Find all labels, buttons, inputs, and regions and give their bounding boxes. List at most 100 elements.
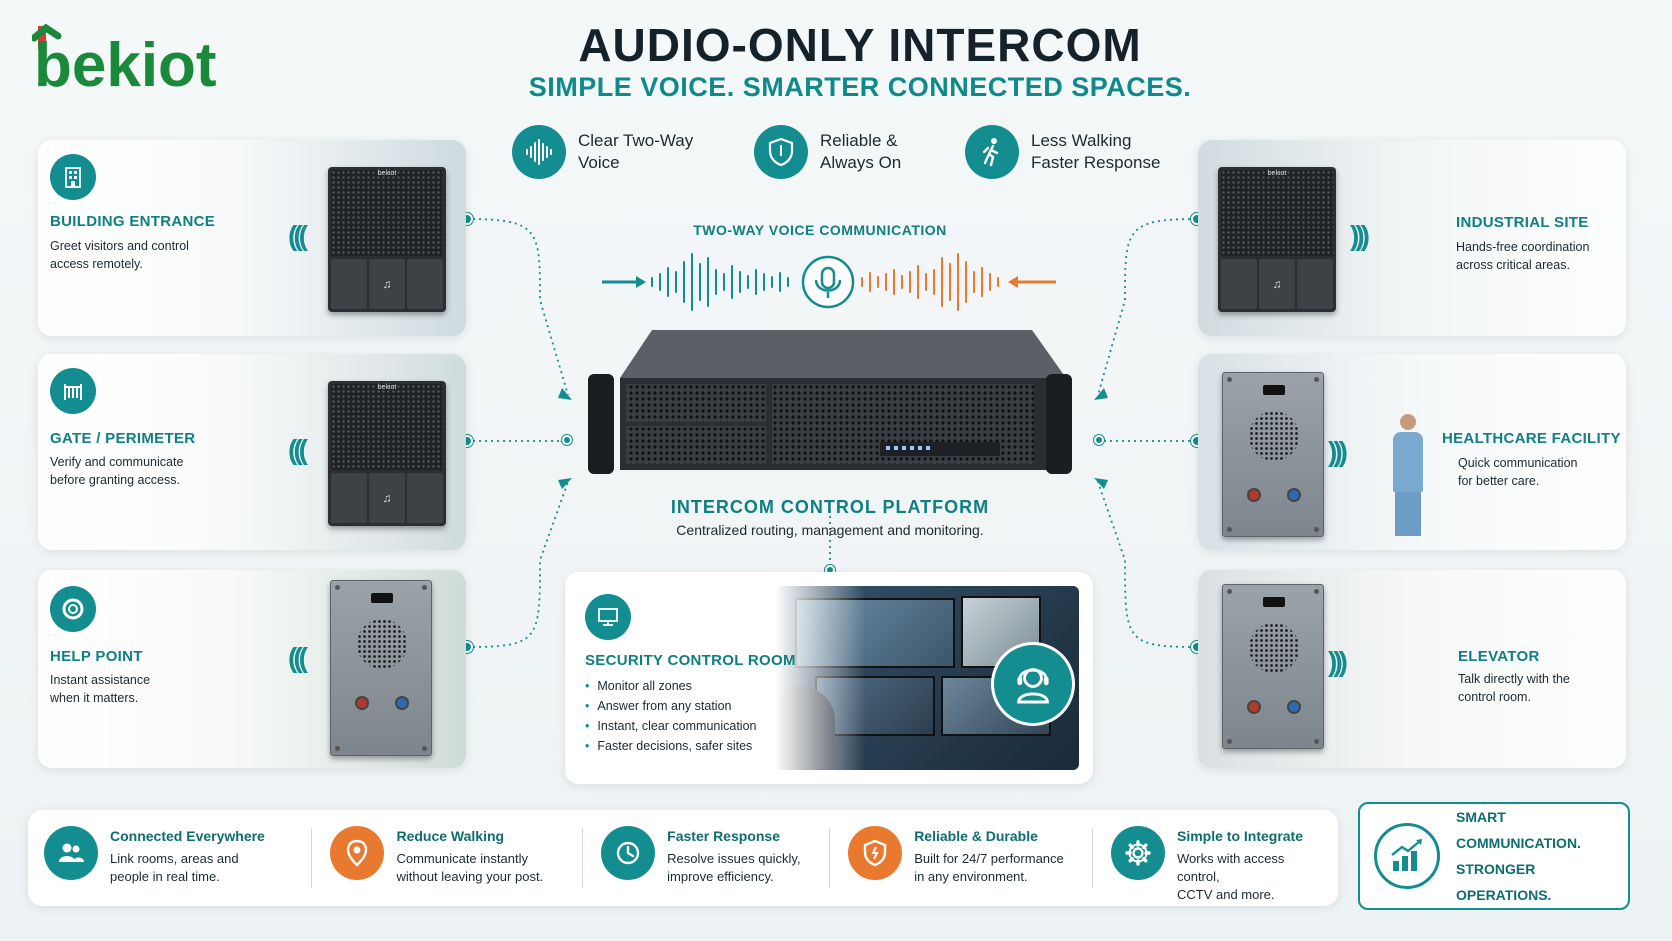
bekiot-logo: bekiot [30,20,262,100]
call-bell-icon: ♫ [369,473,405,523]
card-building-entrance: BUILDING ENTRANCE Greet visitors and con… [38,140,466,336]
smart-line2: STRONGER OPERATIONS. [1456,861,1552,903]
benefit-line2: without leaving your post. [396,869,544,884]
page-title: AUDIO-ONLY INTERCOM [578,19,1142,71]
benefit-line2: in any environment. [914,869,1028,884]
card-desc-line1: Greet visitors and control [50,239,189,253]
speaker-intercom-device: bekiot ♫ [1218,167,1336,312]
card-desc-line1: Quick communication [1458,456,1578,470]
security-feature-list: Monitor all zones Answer from any statio… [585,676,757,756]
benefit-line1: Resolve issues quickly, [667,851,801,866]
speaker-intercom-device: bekiot ♫ [328,381,446,526]
card-gate-perimeter: GATE / PERIMETER Verify and communicate b… [38,354,466,550]
card-desc-line1: Instant assistance [50,673,151,687]
panel-intercom-device [1222,584,1324,749]
platform-description: Centralized routing, management and moni… [676,522,984,538]
page-subtitle: SIMPLE VOICE. SMARTER CONNECTED SPACES. [528,72,1192,102]
card-elevator: ))) ELEVATOR Talk directly with the contr… [1198,570,1626,768]
sound-wave-icon: ))) [1328,436,1348,467]
card-title: INDUSTRIAL SITE [1456,214,1589,231]
smart-line1: SMART COMMUNICATION. [1456,809,1581,851]
panel-intercom-device [1222,372,1324,537]
benefit-line2: improve efficiency. [667,869,774,884]
device-brand: bekiot [377,170,397,177]
card-healthcare-facility: ))) HEALTHCARE FACILITY Quick communicat… [1198,354,1626,550]
speaker-intercom-device: bekiot ♫ [328,167,446,312]
connector-node [1094,435,1104,445]
connector-node [562,435,572,445]
card-title: HELP POINT [50,648,143,665]
card-help-point: HELP POINT Instant assistance when it mat… [38,570,466,768]
logo-graphic: bekiot [30,23,217,100]
card-desc-line1: Hands-free coordination [1456,240,1590,254]
benefit-line1: Communicate instantly [396,851,528,866]
smart-communication-box: SMART COMMUNICATION. STRONGER OPERATIONS. [1358,802,1630,910]
monitor-icon [585,594,631,640]
call-bell-icon: ♫ [369,259,405,309]
device-brand: bekiot [1267,170,1287,177]
list-item: Instant, clear communication [585,716,756,736]
sound-wave-icon: ((( [288,642,308,673]
gate-icon [50,368,96,414]
voice-waveform [602,253,1056,311]
card-title: GATE / PERIMETER [50,430,196,447]
growth-chart-icon [1374,823,1440,889]
benefit-line2: CCTV and more. [1176,887,1275,902]
card-desc-line2: when it matters. [50,691,139,705]
card-desc-line1: Verify and communicate [50,455,184,469]
benefit-title: Simple to Integrate [1176,828,1304,844]
benefit-title: Reliable & Durable [914,828,1038,844]
location-pin-icon [330,826,385,880]
logo-text: bekiot [34,31,217,100]
gear-icon [1110,826,1165,880]
list-item: Faster decisions, safer sites [585,736,757,756]
benefit-line1: Works with access control, [1176,851,1285,884]
benefit-line2: people in real time. [110,869,220,884]
building-icon [50,154,96,200]
card-desc-line2: access remotely. [50,257,143,271]
platform-title: INTERCOM CONTROL PLATFORM [670,497,990,517]
benefit-line1: Built for 24/7 performance [914,851,1064,866]
card-desc-line2: before granting access. [50,473,180,487]
lifebuoy-icon [50,586,96,632]
nurse-figure [1388,414,1428,544]
feature-reliable: Reliable & Always On [754,122,960,182]
feature-line2: Faster Response [1031,153,1161,172]
card-desc-line2: control room. [1458,690,1531,704]
feature-line1: Reliable & [820,131,898,150]
sound-wave-icon: ))) [1328,646,1348,677]
feature-line1: Less Walking [1031,131,1132,150]
feature-line2: Always On [820,153,902,172]
card-industrial-site: bekiot ♫ ))) INDUSTRIAL SITE Hands-free … [1198,140,1626,336]
card-title: BUILDING ENTRANCE [50,213,216,230]
walking-person-icon [965,125,1019,179]
sound-wave-icon: ))) [1350,220,1370,251]
feature-line1: Clear Two-Way [578,131,694,150]
panel-intercom-device [330,580,432,756]
benefit-title: Faster Response [667,828,780,844]
call-bell-icon: ♫ [1259,259,1295,309]
intercom-server [580,330,1080,480]
card-title: SECURITY CONTROL ROOM [585,652,796,669]
card-security-control-room: SECURITY CONTROL ROOM Monitor all zones … [565,572,1093,784]
headset-operator-icon [991,642,1075,726]
card-title: ELEVATOR [1458,648,1540,665]
list-item: Answer from any station [585,696,757,716]
sound-wave-icon: ((( [288,220,308,251]
shield-icon [848,826,903,880]
card-desc-line1: Talk directly with the [1458,672,1570,686]
clock-icon [601,826,656,880]
card-desc-line2: across critical areas. [1456,258,1570,272]
sound-wave-icon [512,125,566,179]
benefit-line1: Link rooms, areas and [110,851,239,866]
feature-line2: Voice [578,153,620,172]
list-item: Monitor all zones [585,676,757,696]
people-icon [44,826,98,880]
